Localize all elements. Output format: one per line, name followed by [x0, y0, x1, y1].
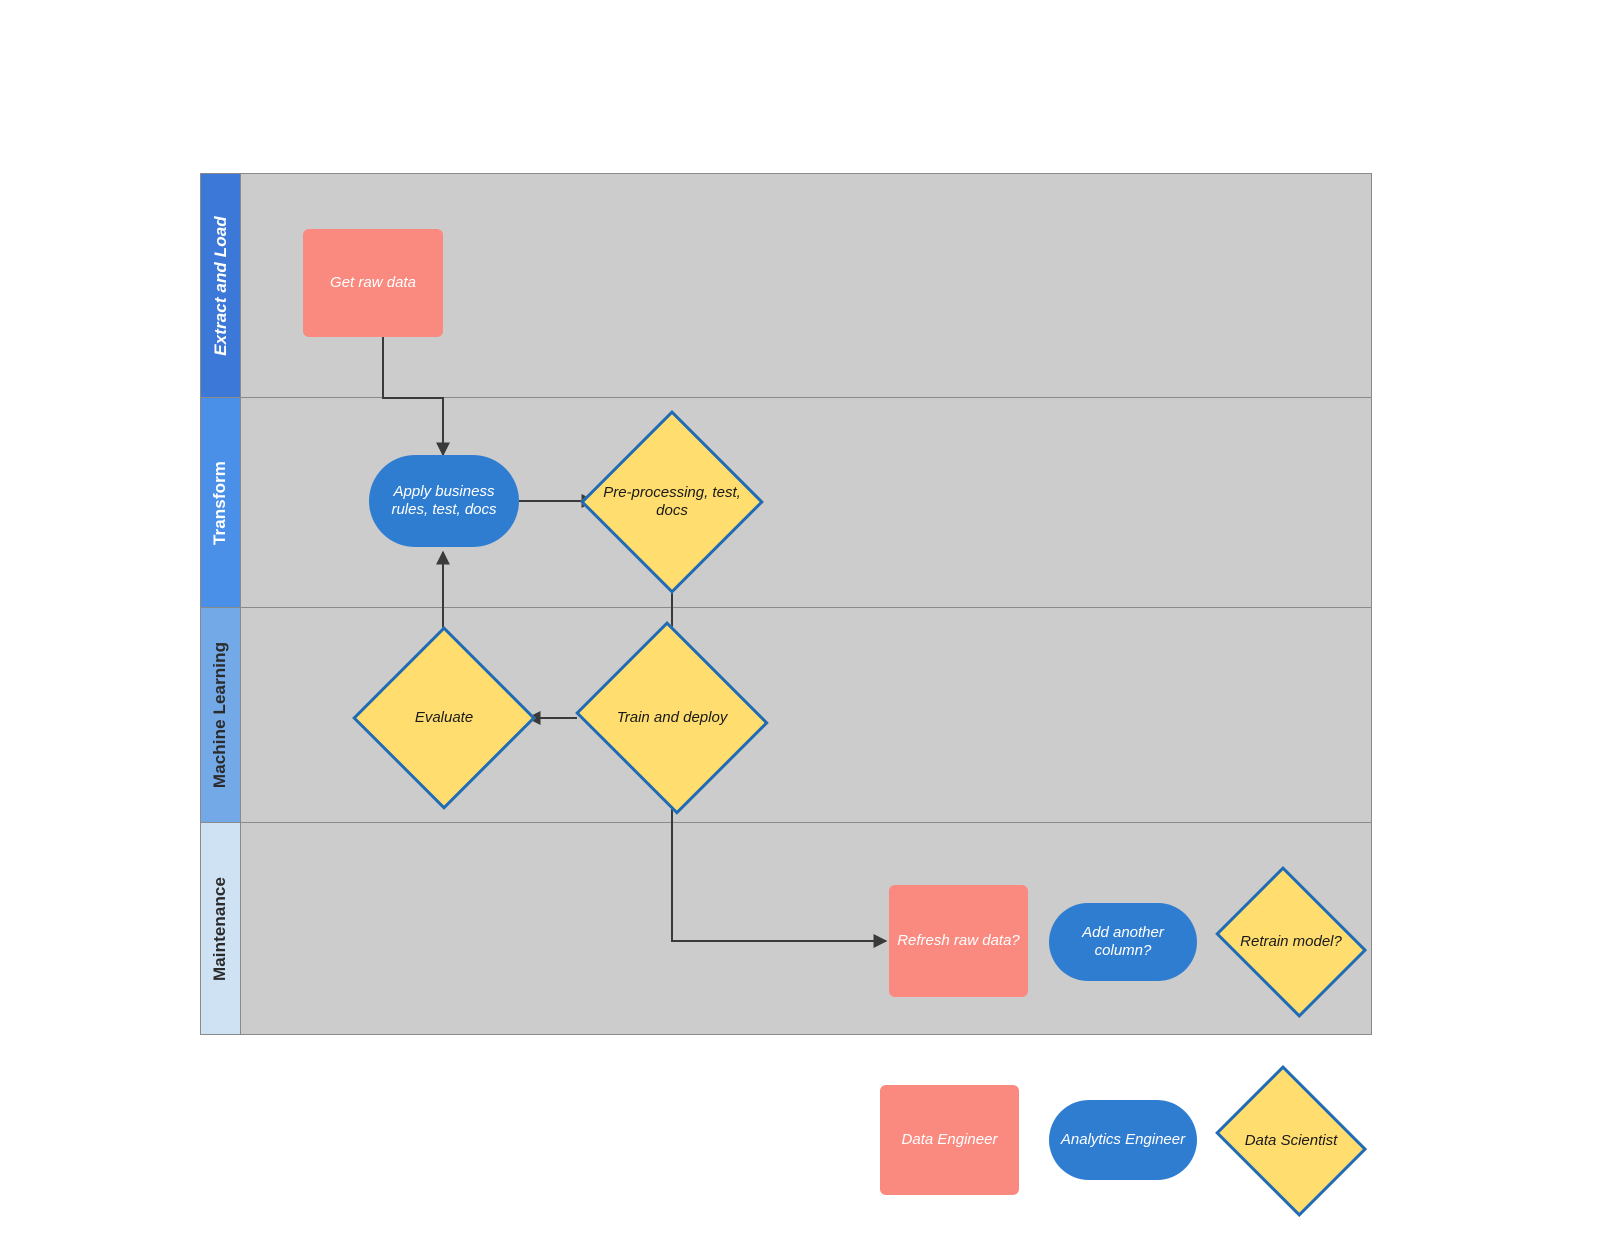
node-label-train-and-deploy: Train and deploy [616, 708, 728, 726]
legend: Data Engineer Analytics Engineer Data Sc… [880, 1065, 1367, 1217]
lane-title-maintenance: Maintenance [210, 876, 230, 981]
node-evaluate[interactable]: Evaluate [352, 626, 536, 810]
lane-header-transform[interactable]: Transform [201, 398, 241, 607]
node-label-refresh-raw-data: Refresh raw data? [897, 931, 1020, 949]
legend-item-analytics-engineer: Analytics Engineer [1049, 1100, 1197, 1180]
node-label-evaluate: Evaluate [414, 708, 474, 726]
lane-title-machine-learning: Machine Learning [210, 641, 230, 789]
node-label-get-raw-data: Get raw data [330, 273, 416, 291]
node-label-apply-business-rules: Apply business rules, test, docs [391, 482, 497, 518]
lane-header-machine-learning[interactable]: Machine Learning [201, 608, 241, 822]
legend-label-data-engineer: Data Engineer [901, 1130, 998, 1148]
node-label-pre-processing: Pre-processing, test, docs [603, 483, 741, 519]
node-get-raw-data[interactable]: Get raw data [303, 229, 443, 337]
node-apply-business-rules[interactable]: Apply business rules, test, docs [369, 455, 519, 547]
node-label-retrain-model: Retrain model? [1240, 932, 1342, 950]
node-pre-processing[interactable]: Pre-processing, test, docs [580, 410, 764, 594]
lane-body-maintenance [241, 823, 1371, 1034]
node-add-another-column[interactable]: Add another column? [1049, 903, 1197, 981]
lane-title-transform: Transform [210, 460, 230, 545]
legend-label-analytics-engineer: Analytics Engineer [1060, 1130, 1186, 1148]
lane-header-maintenance[interactable]: Maintenance [201, 823, 241, 1034]
lane-title-extract-and-load: Extract and Load [210, 215, 230, 356]
node-train-and-deploy[interactable]: Train and deploy [570, 621, 774, 815]
legend-item-data-scientist: Data Scientist [1207, 1065, 1375, 1217]
lane-header-extract-and-load[interactable]: Extract and Load [201, 174, 241, 397]
node-refresh-raw-data[interactable]: Refresh raw data? [889, 885, 1028, 997]
node-retrain-model[interactable]: Retrain model? [1207, 866, 1375, 1018]
legend-item-data-engineer: Data Engineer [880, 1085, 1019, 1195]
node-label-add-another-column: Add another column? [1082, 923, 1164, 959]
legend-label-data-scientist: Data Scientist [1244, 1131, 1338, 1149]
